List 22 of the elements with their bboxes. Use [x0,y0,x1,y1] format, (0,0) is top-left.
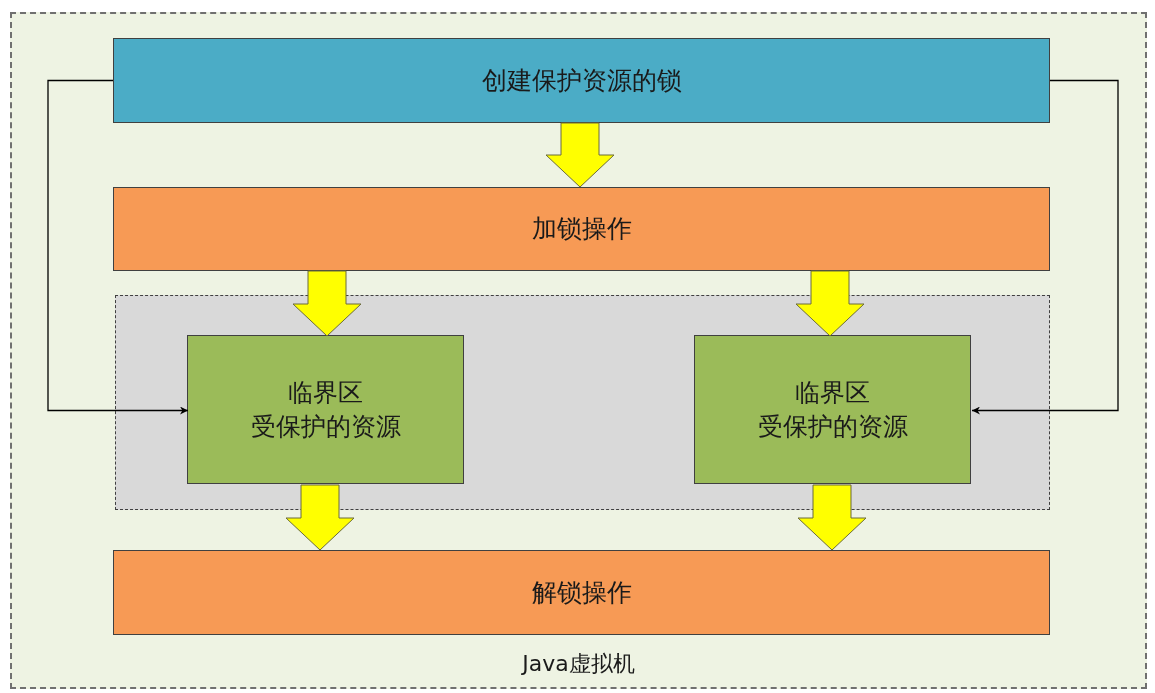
block-arrow [285,484,355,551]
block-arrow [292,270,362,337]
box-label: 临界区 [795,376,870,409]
block-arrow [797,484,867,551]
connector-arrow [971,79,1119,415]
process-box [113,187,1050,271]
group-panel [115,295,1050,510]
block-arrow [795,270,865,337]
container-label: Java虚拟机 [522,650,635,679]
box-label: 受保护的资源 [757,410,908,443]
container-frame [10,12,1147,689]
box-label: 受保护的资源 [250,410,401,443]
block-arrow [545,122,615,188]
process-box [187,335,464,484]
process-box [113,38,1050,123]
process-box [694,335,971,484]
box-label: 加锁操作 [531,213,632,246]
box-label: 创建保护资源的锁 [481,64,682,97]
box-label: 临界区 [288,376,363,409]
process-box [113,550,1050,635]
connector-arrow [47,79,189,415]
box-label: 解锁操作 [531,576,632,609]
